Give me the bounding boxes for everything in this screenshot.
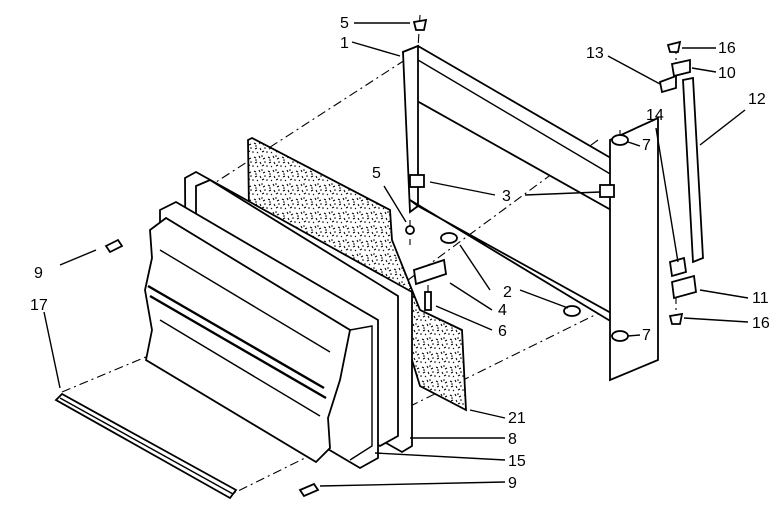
callout-8: 8: [508, 431, 517, 448]
callout-1: 1: [340, 35, 349, 52]
screw-9-left: [104, 238, 124, 254]
screw-6: [424, 291, 432, 311]
callout-5-side: 5: [372, 165, 381, 182]
callout-3: 3: [502, 188, 511, 205]
door-stop-2a: [440, 232, 458, 244]
bushing-13: [658, 74, 677, 94]
callout-labels: 5 1 5 3 2 4 6 7 7 13 16 10 12 14 11 16 9…: [30, 15, 770, 492]
callout-11: 11: [752, 290, 769, 307]
callout-5-top: 5: [340, 15, 349, 32]
callout-12: 12: [748, 91, 766, 108]
hinge-11: [671, 274, 697, 300]
callout-7-bottom: 7: [642, 327, 651, 344]
callout-21: 21: [508, 410, 526, 427]
hardware-parts: [104, 18, 704, 498]
callout-9-left: 9: [34, 265, 43, 282]
callout-6: 6: [498, 323, 507, 340]
callout-9-bottom: 9: [508, 475, 517, 492]
callout-7-top: 7: [642, 137, 651, 154]
callout-10: 10: [718, 65, 736, 82]
callout-16-top: 16: [718, 40, 736, 57]
callout-16-bottom: 16: [752, 315, 770, 332]
screw-16-top: [666, 40, 682, 53]
bracket-4: [413, 258, 447, 286]
callout-2: 2: [503, 284, 512, 301]
trim-strip-part: [54, 392, 238, 500]
screw-5-side: [405, 225, 415, 235]
bracket-3-left: [409, 174, 425, 188]
hinge-side-panel: [609, 116, 659, 382]
callout-14: 14: [646, 107, 664, 124]
bushing-14: [668, 256, 688, 278]
leader-lines: [43, 22, 749, 487]
bracket-3-right: [599, 184, 615, 198]
screw-9-bottom: [298, 482, 320, 498]
callout-13: 13: [586, 45, 604, 62]
hinge-rod-12: [682, 76, 704, 264]
screw-16-bottom: [668, 312, 684, 325]
callout-4: 4: [498, 302, 507, 319]
callout-15: 15: [508, 453, 526, 470]
hinge-10: [670, 58, 691, 78]
plug-7-bottom: [611, 330, 629, 342]
door-shell-part: [144, 200, 379, 470]
plug-7-top: [611, 134, 629, 146]
callout-17: 17: [30, 297, 48, 314]
screw-5-top: [412, 18, 428, 31]
door-stop-2b: [563, 305, 581, 317]
